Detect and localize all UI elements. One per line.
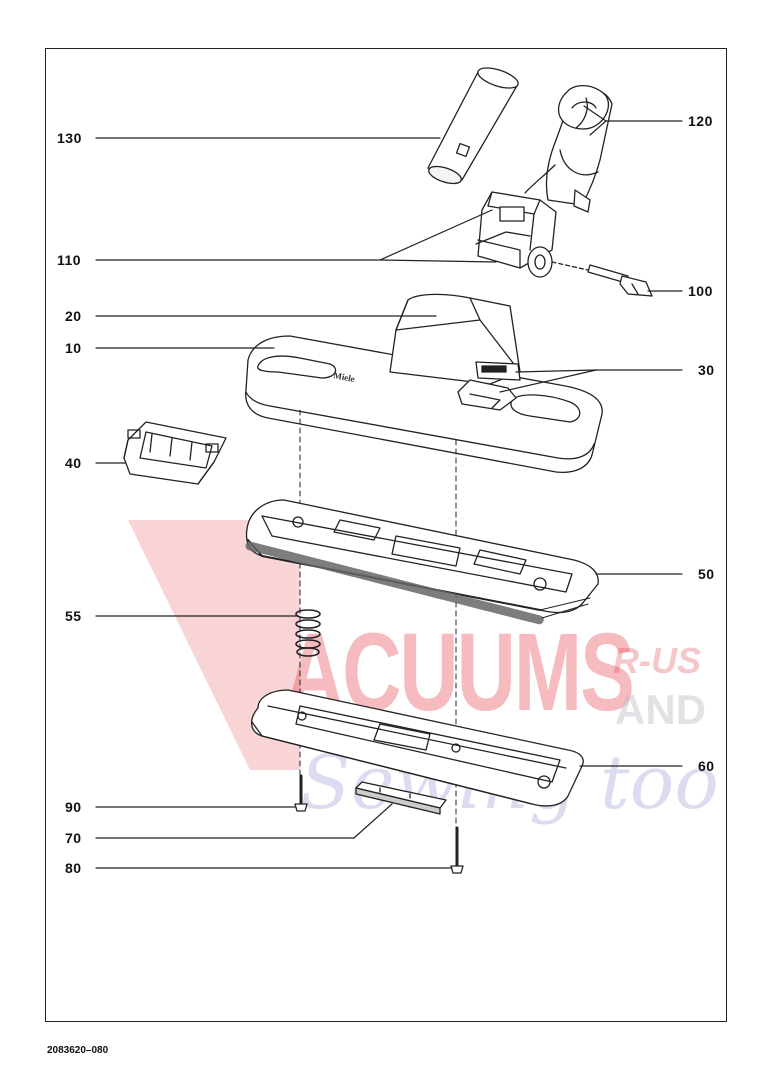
part-90-screw	[294, 774, 308, 812]
part-40-clip	[123, 421, 227, 485]
part-110-joint	[475, 189, 591, 278]
callout-30: 30	[698, 362, 715, 378]
svg-text:Miele: Miele	[333, 370, 356, 384]
part-80-long-screw	[450, 826, 464, 874]
callout-50: 50	[698, 566, 715, 582]
callout-120: 120	[688, 113, 713, 129]
part-60-base-plate	[251, 689, 584, 807]
diagram-frame	[45, 48, 727, 1022]
leader-lines	[95, 105, 683, 869]
watermark-rus: R-US	[613, 640, 701, 681]
part-55-spring	[295, 609, 321, 657]
callout-90: 90	[65, 799, 82, 815]
callout-10: 10	[65, 340, 82, 356]
part-130-tube	[427, 67, 519, 185]
callout-130: 130	[57, 130, 82, 146]
part-120-swivel-neck	[524, 85, 613, 206]
callout-100: 100	[688, 283, 713, 299]
callout-110: 110	[57, 252, 82, 268]
part-70-strip	[355, 781, 447, 815]
callout-55: 55	[65, 608, 82, 624]
part-20-nozzle-neck	[389, 293, 521, 385]
part-10-nozzle-housing: Miele	[245, 335, 603, 474]
callout-60: 60	[698, 758, 715, 774]
document-number: 2083620–080	[47, 1045, 109, 1056]
part-50-brush-sole	[245, 499, 599, 625]
part-30-switch	[457, 361, 521, 411]
callout-80: 80	[65, 860, 82, 876]
callout-20: 20	[65, 308, 82, 324]
callout-70: 70	[65, 830, 82, 846]
callout-40: 40	[65, 455, 82, 471]
part-100-axle-pin	[551, 261, 653, 297]
watermark-and: AND	[615, 686, 706, 733]
